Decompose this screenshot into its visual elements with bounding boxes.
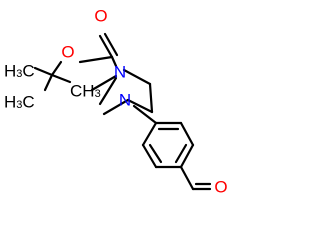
bond-quatc-methyl-left xyxy=(33,66,54,77)
atom-aldehyde-o: O xyxy=(214,177,227,196)
bond-ring-4 xyxy=(98,76,118,106)
methyl-bottom-left-label: H3C xyxy=(4,92,35,111)
bond-ring-5 xyxy=(102,98,130,116)
methyl-right-main: CH xyxy=(70,81,95,100)
methyl-left-sub: 3 xyxy=(16,68,22,80)
bond-ar-inner-3 xyxy=(148,143,163,164)
bond-quatc-methyl-right xyxy=(50,73,72,84)
methyl-bottom-left-sub: 3 xyxy=(16,99,22,111)
bond-ring-2 xyxy=(148,82,154,114)
bond-ar-6 xyxy=(141,121,158,147)
methyl-left-tail: C xyxy=(22,61,34,80)
bond-ar-2 xyxy=(179,121,195,147)
atom-n-top: N xyxy=(114,62,126,81)
bond-carbonyl-o-double-a xyxy=(98,34,114,59)
atom-n-bottom: N xyxy=(119,90,131,109)
bond-ring-1 xyxy=(122,68,152,86)
methyl-right-sub: 3 xyxy=(95,88,101,100)
methyl-left-main: H xyxy=(4,61,16,80)
bond-ring-3 xyxy=(126,98,154,114)
bond-carbonyl-o-double-b xyxy=(103,32,119,57)
bond-ar-5 xyxy=(141,143,158,169)
methyl-bottom-left-main: H xyxy=(4,92,16,111)
methyl-right-label: CH3 xyxy=(70,81,101,100)
bond-ar-3 xyxy=(179,143,195,169)
molecule-canvas: O O N N O H3C H3C CH3 xyxy=(4,6,228,197)
bond-carbonyl-n xyxy=(110,55,118,68)
bond-ring-6 xyxy=(90,74,118,92)
bond-ar-cho xyxy=(179,165,195,191)
bond-quatc-methyl-bottom xyxy=(43,73,54,92)
bond-ether-quatc xyxy=(50,60,63,77)
atom-ether-o: O xyxy=(61,42,74,61)
methyl-left-label: H3C xyxy=(4,61,35,80)
bond-carbonyl-ether xyxy=(78,55,114,64)
atom-carbonyl-o: O xyxy=(94,6,107,25)
methyl-bottom-left-tail: C xyxy=(22,92,34,111)
bond-n-phenyl xyxy=(132,104,158,125)
structure-drawing: O O N N O H3C H3C CH3 xyxy=(4,6,228,196)
bond-ar-inner-2 xyxy=(174,143,188,164)
